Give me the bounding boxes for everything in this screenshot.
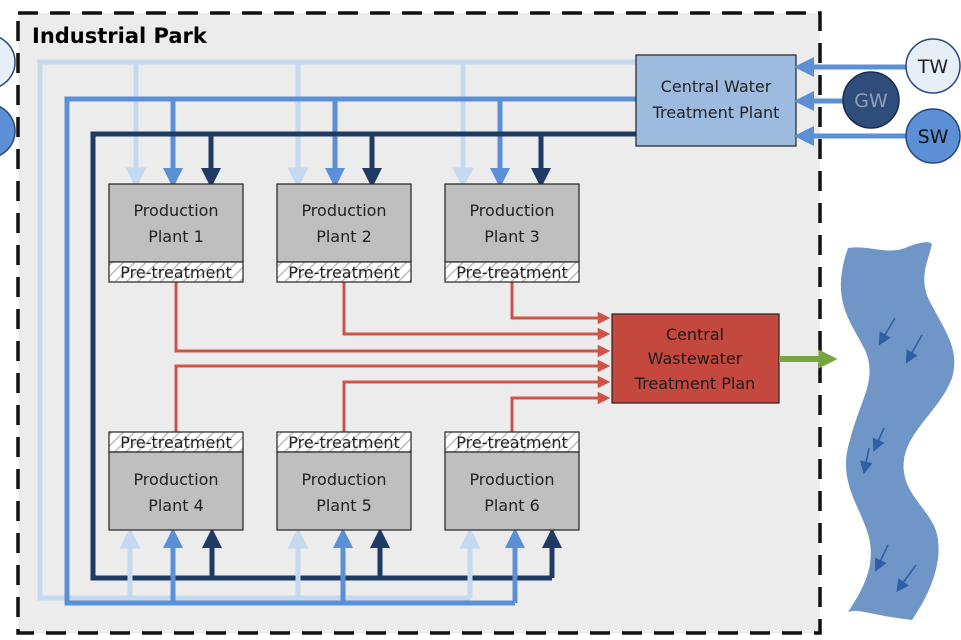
central-water-treatment-plant: Central Water Treatment Plant xyxy=(635,54,797,147)
svg-text:Pre-treatment: Pre-treatment xyxy=(288,433,399,452)
supply-lines-lower xyxy=(119,527,562,603)
production-plant-4: Pre-treatment Production Plant 4 xyxy=(108,431,244,531)
park-title: Industrial Park xyxy=(32,24,208,48)
svg-text:Production: Production xyxy=(133,470,218,489)
production-plant-2: Production Plant 2 Pre-treatment xyxy=(276,183,412,283)
pretreatment-unit xyxy=(108,261,244,283)
svg-text:Pre-treatment: Pre-treatment xyxy=(120,433,231,452)
production-plant-3: Production Plant 3 Pre-treatment xyxy=(444,183,580,283)
svg-text:Plant 2: Plant 2 xyxy=(316,227,372,246)
source-ground-water: GW xyxy=(842,71,900,129)
svg-text:Central: Central xyxy=(666,325,724,344)
svg-text:Pre-treatment: Pre-treatment xyxy=(456,433,567,452)
wastewater-lines xyxy=(174,282,611,432)
svg-text:TW: TW xyxy=(917,56,949,78)
svg-text:Pre-treatment: Pre-treatment xyxy=(288,263,399,282)
river xyxy=(840,242,955,620)
svg-text:SW: SW xyxy=(918,126,949,148)
svg-text:Plant 4: Plant 4 xyxy=(148,496,204,515)
source-inflows xyxy=(794,57,906,146)
svg-text:Production: Production xyxy=(301,201,386,220)
river-flow-arrows xyxy=(859,317,923,593)
svg-text:Plant 1: Plant 1 xyxy=(148,227,204,246)
central-wastewater-treatment-plant: Central Wastewater Treatment Plan xyxy=(611,313,780,404)
svg-text:Central Water: Central Water xyxy=(661,77,772,96)
supply-lines-upper xyxy=(37,59,636,606)
svg-text:Treatment Plant: Treatment Plant xyxy=(652,103,780,122)
svg-text:Production: Production xyxy=(469,201,554,220)
svg-text:Plant 6: Plant 6 xyxy=(484,496,540,515)
source-surface-water: SW xyxy=(905,108,961,164)
svg-text:Production: Production xyxy=(133,201,218,220)
offpage-source-circle-mid xyxy=(0,105,16,157)
svg-text:Plant 3: Plant 3 xyxy=(484,227,540,246)
source-tap-water: TW xyxy=(905,38,961,94)
production-plant-1: Production Plant 1 Pre-treatment xyxy=(108,183,244,283)
pretreatment-unit xyxy=(444,261,580,283)
production-plant-5: Pre-treatment Production Plant 5 xyxy=(276,431,412,531)
svg-text:Production: Production xyxy=(469,470,554,489)
svg-text:Pre-treatment: Pre-treatment xyxy=(120,263,231,282)
pretreatment-unit xyxy=(276,261,412,283)
svg-text:Plant 5: Plant 5 xyxy=(316,496,372,515)
svg-text:GW: GW xyxy=(854,90,888,112)
svg-text:Treatment Plan: Treatment Plan xyxy=(634,374,756,393)
offpage-source-circle-light xyxy=(0,36,16,88)
svg-text:Wastewater: Wastewater xyxy=(648,349,743,368)
production-plant-6: Pre-treatment Production Plant 6 xyxy=(444,431,580,531)
svg-text:Pre-treatment: Pre-treatment xyxy=(456,263,567,282)
svg-text:Production: Production xyxy=(301,470,386,489)
